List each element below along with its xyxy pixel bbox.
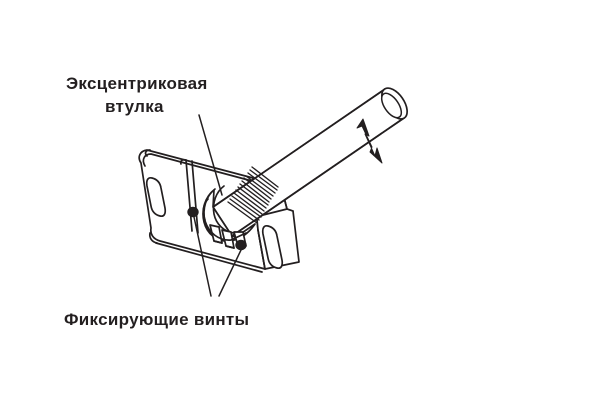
fixing-screw-lower <box>235 239 247 251</box>
leader-line-bushing <box>198 114 223 196</box>
fixing-screw-upper <box>187 206 199 218</box>
label-screws-line1: Фиксирующие винты <box>64 310 249 329</box>
slot-hole-left <box>145 176 167 218</box>
label-bushing-line1: Эксцентриковая <box>66 74 208 93</box>
slot-hole-right <box>261 224 284 270</box>
adjustment-arrow <box>356 118 383 164</box>
label-eccentric-bushing: Эксцентриковая втулка <box>66 74 208 116</box>
clamp-jaws <box>204 220 247 249</box>
leader-line-screw-lower <box>218 249 242 297</box>
label-fixing-screws: Фиксирующие винты <box>64 310 249 329</box>
leader-line-screw-upper <box>193 216 212 297</box>
knurled-collar <box>227 166 279 224</box>
tube-end-cap <box>380 87 408 120</box>
label-bushing-line2: втулка <box>105 97 164 116</box>
